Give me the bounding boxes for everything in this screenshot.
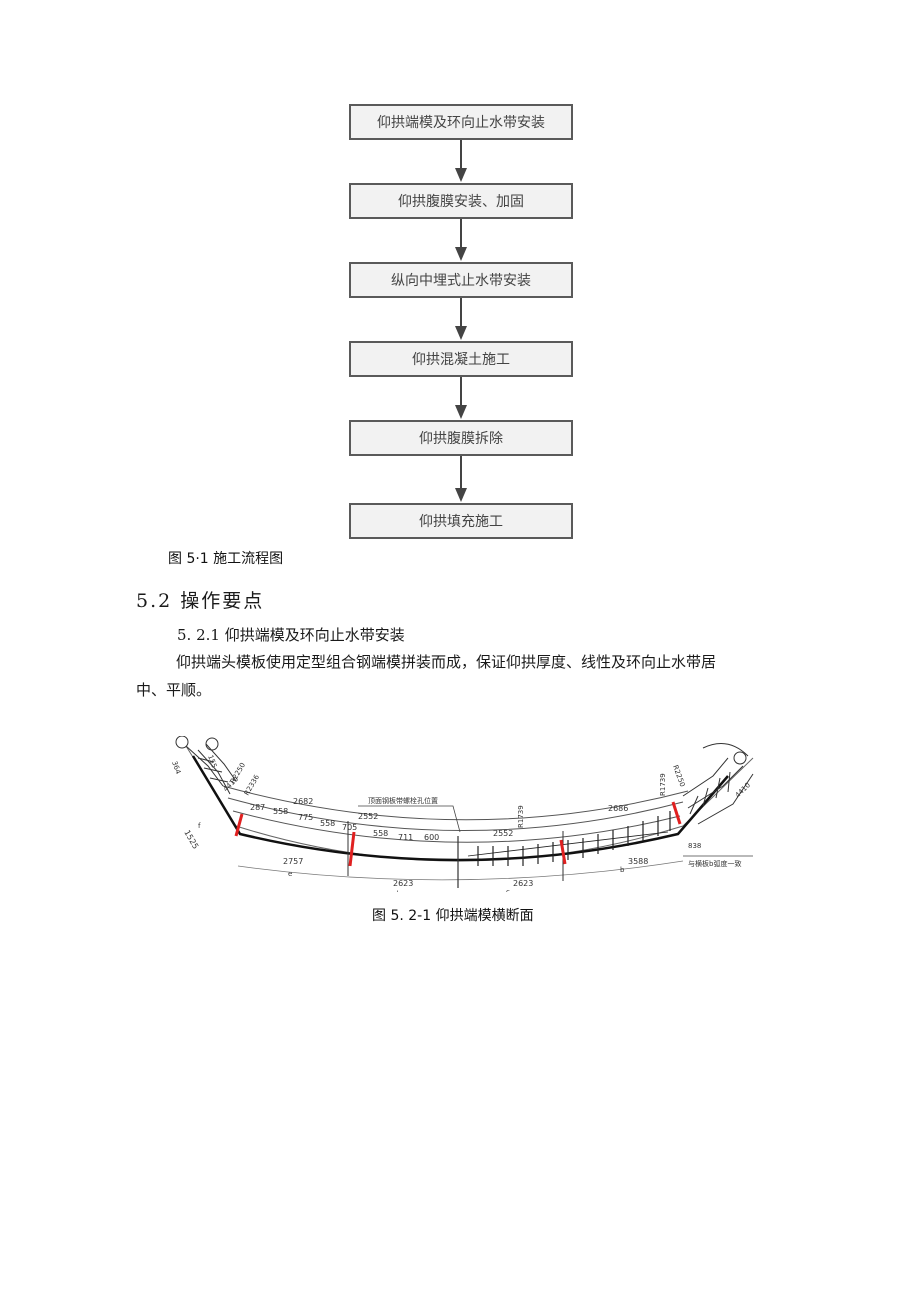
dim-2623-b: 2623 — [513, 879, 533, 888]
rebar-ticks — [467, 811, 671, 866]
flow-arrow-5 — [455, 456, 467, 502]
span-705: 705 — [342, 823, 357, 832]
upper-arc-3 — [232, 810, 681, 843]
paragraph-line-1: 仰拱端头模板使用定型组合钢端模拼装而成，保证仰拱厚度、线性及环向止水带居 — [176, 653, 717, 671]
flow-arrow-4 — [455, 377, 467, 419]
flow-step-1: 仰拱端模及环向止水带安装 — [349, 104, 573, 140]
dim-4410-right: 4410 — [734, 781, 752, 799]
span-600: 600 — [424, 833, 439, 842]
flow-arrow-2 — [455, 219, 467, 261]
flow-step-6: 仰拱填充施工 — [349, 503, 573, 539]
dim-1525: 1525 — [182, 829, 200, 851]
span-287: 287 — [250, 803, 265, 812]
upper-arc-2 — [227, 797, 684, 831]
span-558-b: 558 — [320, 819, 335, 828]
dim-2682: 2682 — [293, 797, 313, 806]
dim-364: 364 — [170, 760, 182, 776]
segment-c: c — [506, 888, 510, 892]
flow-arrow-1 — [455, 140, 467, 182]
dim-2757: 2757 — [283, 857, 303, 866]
subsection-heading: 5. 2.1 仰拱端模及环向止水带安装 — [177, 626, 405, 644]
dimension-arc — [237, 860, 684, 881]
note-right-label: 与横板b弧度一致 — [688, 859, 741, 868]
note-leader-top — [358, 805, 461, 833]
dim-2623-a: 2623 — [393, 879, 413, 888]
flow-step-2: 仰拱腹膜安装、加固 — [349, 183, 573, 219]
section-heading: 5.2 操作要点 — [136, 590, 265, 612]
flow-step-5: 仰拱腹膜拆除 — [349, 420, 573, 456]
segment-f: f — [198, 822, 201, 830]
segment-b: b — [620, 866, 625, 874]
left-corner-block — [175, 736, 237, 795]
dim-r1739-right: R1739 — [659, 773, 667, 796]
note-top-label: 顶面钢板带螺栓孔位置 — [368, 796, 438, 805]
segment-e: e — [288, 870, 292, 878]
flowchart-caption: 图 5·1 施工流程图 — [168, 551, 284, 567]
span-558-a: 558 — [273, 807, 288, 816]
span-558-c: 558 — [373, 829, 388, 838]
span-711: 711 — [398, 833, 413, 842]
paragraph-line-2: 中、平顺。 — [136, 681, 212, 699]
dim-3588: 3588 — [628, 857, 648, 866]
dim-2552-b: 2552 — [493, 829, 513, 838]
invert-end-form-cross-section: 顶面钢板带螺栓孔位置 与横板b弧度一致 2682 2552 2552 2686 … — [170, 736, 754, 892]
dim-r1739-mid: R1739 — [517, 805, 525, 828]
flow-arrow-3 — [455, 298, 467, 340]
dim-838: 838 — [688, 842, 701, 850]
red-joint-marks — [234, 801, 682, 867]
segment-d: d — [394, 890, 398, 892]
dim-2686: 2686 — [608, 804, 628, 813]
flow-step-3: 纵向中埋式止水带安装 — [349, 262, 573, 298]
outer-arc — [185, 745, 754, 862]
span-775: 775 — [298, 813, 313, 822]
right-corner-block — [682, 743, 754, 825]
dim-2552-a: 2552 — [358, 812, 378, 821]
dim-r2250-right: R2250 — [671, 764, 686, 788]
flow-step-4: 仰拱混凝土施工 — [349, 341, 573, 377]
figure-caption: 图 5. 2-1 仰拱端模横断面 — [372, 908, 534, 924]
